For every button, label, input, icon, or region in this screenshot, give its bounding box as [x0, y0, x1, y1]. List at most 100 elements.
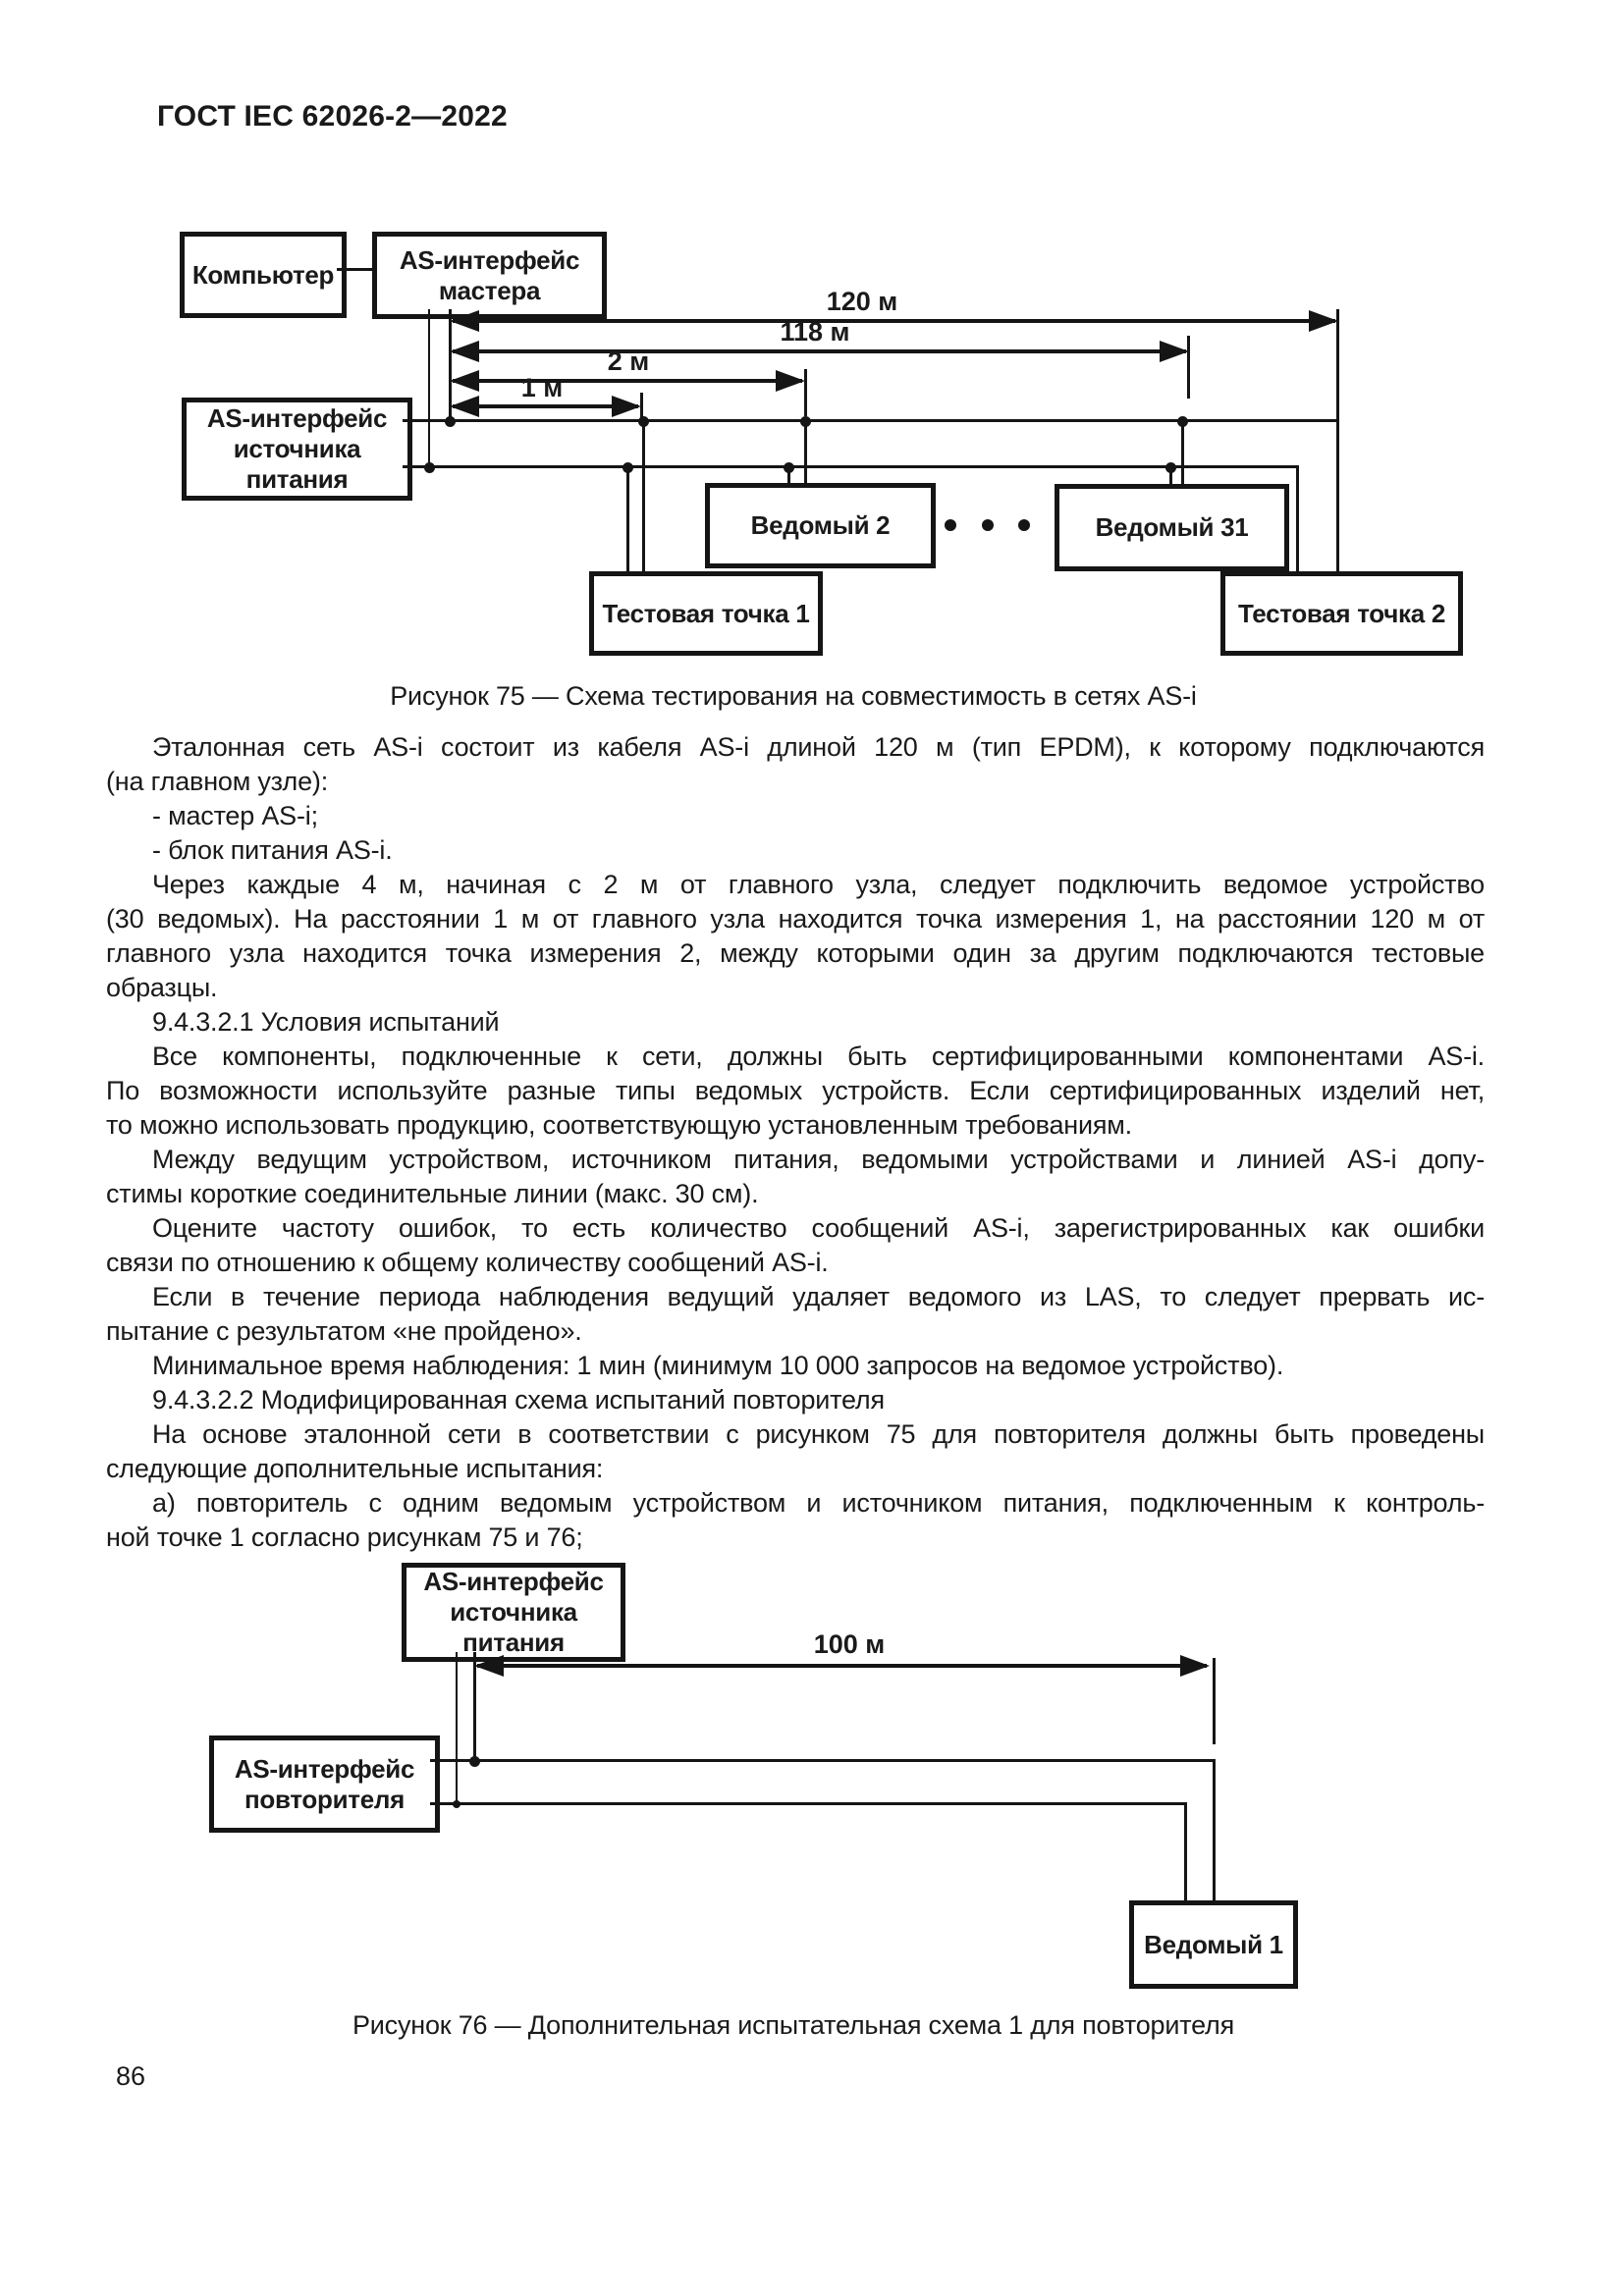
- text-line: (на главном узле):: [106, 767, 329, 796]
- junction-dot: [1165, 462, 1176, 473]
- psu-drop-line: [473, 1652, 476, 1760]
- box-test-point-1: Тестовая точка 1: [589, 571, 823, 656]
- junction-dot: [800, 416, 811, 427]
- text-line: Между ведущим устройством, источником пи…: [152, 1145, 1485, 1174]
- box-psu2-label: AS-интерфейс: [423, 1567, 604, 1596]
- ellipsis-dot: [982, 519, 994, 531]
- text-line: а) повторитель с одним ведомым устройств…: [152, 1488, 1485, 1518]
- box-psu-label: AS-интерфейс: [206, 403, 388, 433]
- drop-bus1-slave31: [1181, 420, 1184, 485]
- tick-2m: [804, 369, 807, 416]
- box-psu-label2: источника питания: [233, 434, 361, 494]
- text-line: - блок питания AS-i.: [152, 835, 393, 865]
- box-computer: Компьютер: [180, 232, 347, 318]
- text-line: Через каждые 4 м, начиная с 2 м от главн…: [152, 870, 1485, 899]
- figure-75-caption: Рисунок 75 — Схема тестирования на совме…: [390, 681, 1197, 711]
- arrowhead-left-icon: [450, 341, 479, 362]
- box-as-i-power-supply: AS-интерфейс источника питания: [182, 398, 412, 501]
- repeater-bus-line-1: [430, 1759, 1216, 1762]
- ellipsis-dot: [945, 519, 956, 531]
- box-as-i-power-supply-2: AS-интерфейс источника питания: [402, 1563, 625, 1662]
- box-as-i-master: AS-интерфейс мастера: [372, 232, 607, 319]
- arrowhead-right-icon: [1160, 341, 1189, 362]
- box-test-point-1-label: Тестовая точка 1: [602, 598, 810, 628]
- box-test-point-2: Тестовая точка 2: [1220, 571, 1463, 656]
- text-line: Если в течение периода наблюдения ведущи…: [152, 1282, 1485, 1311]
- arrowhead-right-icon: [1309, 310, 1338, 332]
- text-line: образцы.: [106, 973, 218, 1002]
- box-repeater-label2: повторителя: [244, 1784, 405, 1814]
- bus1-corner-drop: [1213, 1759, 1216, 1900]
- repeater-bus-line-2: [430, 1802, 1187, 1805]
- drop-bus1-slave2: [804, 420, 807, 484]
- tick-100m: [1213, 1658, 1216, 1744]
- arrowhead-left-icon: [450, 310, 479, 332]
- arrowhead-right-icon: [776, 370, 805, 392]
- box-slave-31: Ведомый 31: [1055, 484, 1289, 571]
- box-as-i-master-label2: мастера: [438, 275, 541, 305]
- arrowhead-left-icon: [474, 1655, 504, 1677]
- arrowhead-left-icon: [450, 396, 479, 417]
- text-line: По возможности используйте разные типы в…: [106, 1076, 1485, 1105]
- box-slave-2-label: Ведомый 2: [750, 510, 891, 540]
- box-slave-1: Ведомый 1: [1129, 1900, 1298, 1989]
- arrowhead-left-icon: [450, 370, 479, 392]
- page-title: ГОСТ IEC 62026-2—2022: [157, 100, 508, 133]
- drop-bus2-tp1: [626, 465, 629, 571]
- dimension-label-1m: 1 м: [520, 373, 564, 402]
- junction-dot: [1177, 416, 1188, 427]
- dimension-label-120m: 120 м: [826, 287, 898, 316]
- as-i-bus-line-2: [403, 465, 1297, 468]
- dimension-arrow-118m: [450, 341, 1189, 362]
- box-slave-1-label: Ведомый 1: [1144, 1929, 1283, 1959]
- box-as-i-master-label: AS-интерфейс: [399, 244, 580, 275]
- text-line-heading: 9.4.3.2.1 Условия испытаний: [152, 1007, 500, 1037]
- tick-118m: [1187, 336, 1190, 399]
- dimension-label-118m: 118 м: [780, 317, 850, 347]
- junction-dot: [469, 1756, 480, 1767]
- junction-dot: [623, 462, 633, 473]
- dimension-arrow-1m: [450, 396, 641, 417]
- drop-bus2-tp2: [1296, 465, 1299, 571]
- bus2-corner-drop: [1184, 1802, 1187, 1900]
- text-line: Оцените частоту ошибок, то есть количест…: [152, 1213, 1485, 1243]
- box-computer-label: Компьютер: [191, 259, 335, 290]
- text-line: связи по отношению к общему количеству с…: [106, 1248, 829, 1277]
- dimension-label-2m: 2 м: [607, 347, 650, 376]
- text-line: следующие дополнительные испытания:: [106, 1454, 604, 1483]
- dimension-arrow-100m: [474, 1655, 1210, 1677]
- box-psu2-label2: источника питания: [450, 1597, 577, 1657]
- box-as-i-repeater: AS-интерфейс повторителя: [209, 1735, 440, 1833]
- text-line: Все компоненты, подключенные к сети, дол…: [152, 1041, 1485, 1071]
- master-drop-line-thin: [428, 309, 430, 467]
- box-test-point-2-label: Тестовая точка 2: [1237, 598, 1445, 628]
- junction-dot: [445, 416, 456, 427]
- junction-dot: [424, 462, 435, 473]
- junction-dot: [453, 1800, 460, 1808]
- text-line: (30 ведомых). На расстоянии 1 м от главн…: [106, 904, 1485, 934]
- junction-dot: [784, 462, 794, 473]
- figure-76-caption: Рисунок 76 — Дополнительная испытательна…: [352, 2010, 1235, 2040]
- psu-drop-line-thin: [456, 1652, 458, 1804]
- dimension-label-100m: 100 м: [813, 1629, 886, 1659]
- tick-120m-drop-tp2: [1336, 309, 1339, 571]
- drop-bus2-slave2: [787, 465, 790, 484]
- text-line: стимы короткие соединительные линии (мак…: [106, 1179, 759, 1208]
- arrowhead-right-icon: [612, 396, 641, 417]
- dimension-arrow-2m: [450, 370, 805, 392]
- dimension-arrow-120m: [450, 310, 1338, 332]
- as-i-bus-line-1: [403, 419, 1338, 422]
- text-line: то можно использовать продукцию, соответ…: [106, 1110, 1132, 1140]
- master-drop-line: [449, 309, 452, 420]
- tick-1m: [640, 393, 643, 420]
- text-line: пытание с результатом «не пройдено».: [106, 1316, 582, 1346]
- arrowhead-right-icon: [1180, 1655, 1210, 1677]
- text-line: Минимальное время наблюдения: 1 мин (мин…: [152, 1351, 1284, 1380]
- text-line: ной точке 1 согласно рисункам 75 и 76;: [106, 1522, 583, 1552]
- text-line-heading: 9.4.3.2.2 Модифицированная схема испытан…: [152, 1385, 885, 1415]
- connector-line: [337, 268, 372, 271]
- ellipsis-dot: [1018, 519, 1030, 531]
- text-line: На основе эталонной сети в соответствии …: [152, 1419, 1485, 1449]
- box-slave-31-label: Ведомый 31: [1095, 512, 1249, 542]
